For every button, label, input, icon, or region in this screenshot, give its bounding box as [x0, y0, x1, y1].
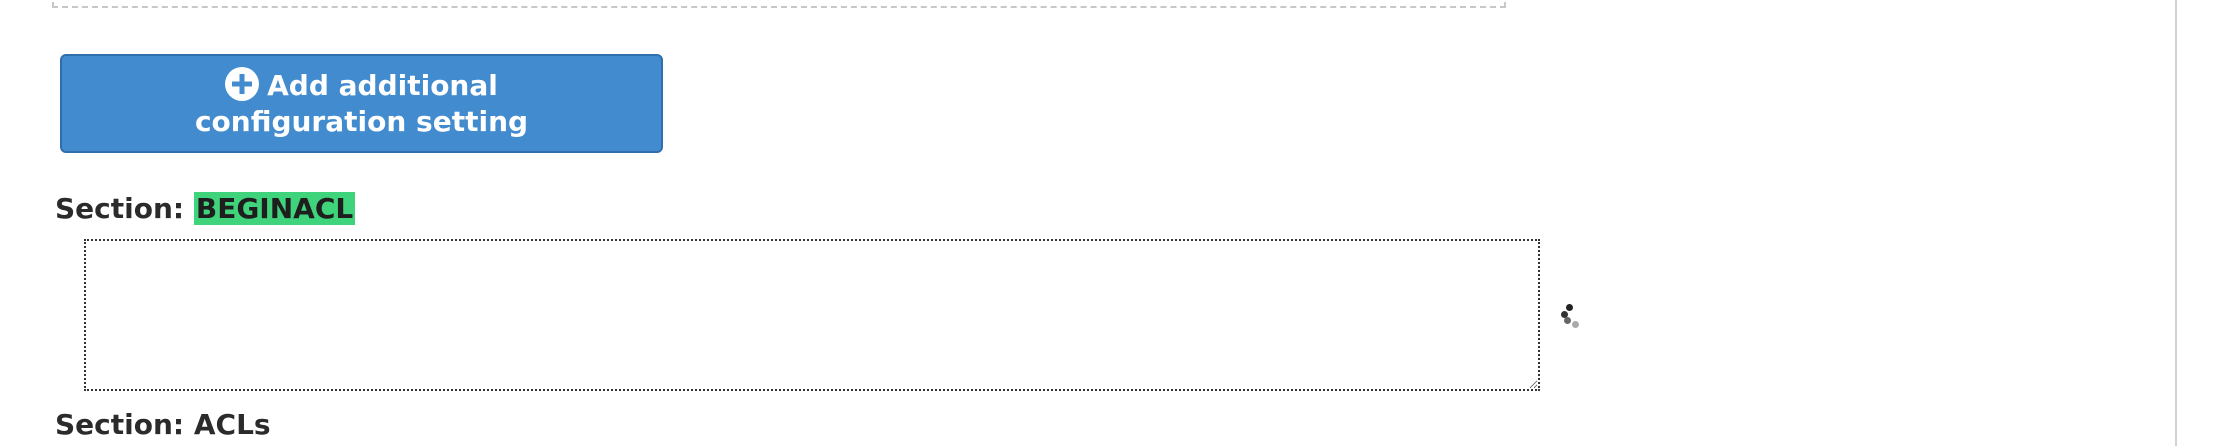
section-config-textarea[interactable] — [84, 239, 1540, 391]
panel-right-border — [2175, 0, 2177, 446]
previous-section-box — [52, 0, 1506, 8]
plus-circle-icon — [225, 67, 260, 101]
add-config-setting-button[interactable]: Add additional configuration setting — [60, 54, 663, 153]
section-heading-beginacl: Section: BEGINACL — [55, 190, 356, 228]
add-config-setting-label: Add additional configuration setting — [194, 69, 529, 138]
section-name: ACLs — [193, 408, 271, 441]
section-prefix: Section: — [55, 192, 185, 225]
spinner-icon — [1558, 304, 1588, 334]
section-name-highlighted: BEGINACL — [193, 192, 356, 225]
section-heading-acls: Section: ACLs — [55, 406, 271, 444]
section-prefix: Section: — [55, 408, 185, 441]
